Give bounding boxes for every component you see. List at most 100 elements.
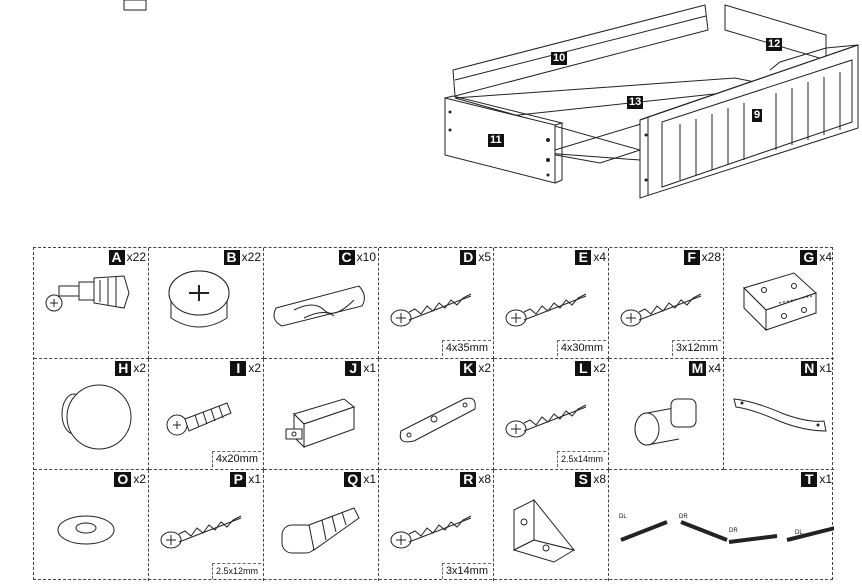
part-letter: D	[460, 250, 477, 265]
drawer-slide-icon	[620, 520, 834, 544]
drawer-assembly-diagram: 10 12 13 11 9	[0, 0, 862, 230]
panel-number-label: 12	[766, 38, 783, 51]
part-quantity: x2	[133, 361, 146, 375]
part-quantity: x4	[708, 361, 721, 375]
part-size: 3x12mm	[671, 340, 721, 356]
part-letter: B	[223, 250, 240, 265]
part-size: 4x20mm	[211, 451, 261, 467]
screw-icon	[505, 404, 587, 438]
wall-anchor-icon	[281, 507, 360, 554]
part-quantity: x10	[356, 250, 376, 264]
part-letter: L	[575, 361, 592, 376]
drawer-drawing	[123, 0, 859, 199]
part-size: 4x30mm	[556, 340, 606, 356]
part-letter: T	[801, 472, 818, 487]
round-knob-icon	[61, 384, 132, 450]
slide-label: DL	[795, 530, 803, 536]
part-letter: I	[230, 361, 247, 376]
part-letter: P	[230, 472, 247, 487]
part-letter: R	[460, 472, 477, 487]
part-letter: J	[345, 361, 362, 376]
panel-number-label: 13	[627, 96, 644, 109]
part-letter: F	[683, 250, 700, 265]
washer-icon	[57, 515, 115, 545]
corner-bracket-icon	[512, 498, 576, 563]
part-quantity: x1	[363, 472, 376, 486]
part-quantity: x2	[133, 472, 146, 486]
screw-icon	[620, 293, 702, 327]
machine-screw-icon	[166, 402, 232, 436]
panel-number-label: 9	[752, 109, 763, 122]
part-quantity: x22	[126, 250, 146, 264]
part-letter: C	[338, 250, 355, 265]
part-quantity: x22	[241, 250, 261, 264]
part-letter: K	[460, 361, 477, 376]
part-letter: E	[575, 250, 592, 265]
part-quantity: x2	[248, 361, 261, 375]
slide-label: DR	[679, 514, 688, 520]
part-quantity: x2	[593, 361, 606, 375]
part-quantity: x1	[819, 361, 832, 375]
magnetic-catch-icon	[285, 398, 356, 449]
hinge-icon	[743, 272, 817, 332]
screw-icon	[505, 293, 587, 327]
part-quantity: x8	[478, 472, 491, 486]
part-size: 4x35mm	[441, 340, 491, 356]
cam-bolt-icon	[45, 275, 130, 312]
metal-strap-icon	[733, 398, 827, 432]
wooden-dowel-icon	[273, 285, 365, 327]
screw-icon	[390, 515, 472, 549]
part-quantity: x4	[819, 250, 832, 264]
cam-lock-icon	[168, 270, 230, 328]
part-letter: Q	[344, 472, 362, 487]
part-quantity: x28	[701, 250, 721, 264]
strike-plate-icon	[399, 397, 476, 443]
slide-label: DR	[729, 528, 738, 534]
part-size: 3x14mm	[441, 563, 491, 579]
part-letter: G	[800, 250, 818, 265]
slide-label: DL	[619, 514, 627, 520]
part-quantity: x1	[819, 472, 832, 486]
part-letter: H	[115, 361, 132, 376]
part-letter: M	[688, 361, 707, 376]
screw-icon	[390, 293, 472, 327]
part-quantity: x2	[478, 361, 491, 375]
part-quantity: x1	[248, 472, 261, 486]
part-quantity: x4	[593, 250, 606, 264]
part-letter: S	[575, 472, 592, 487]
